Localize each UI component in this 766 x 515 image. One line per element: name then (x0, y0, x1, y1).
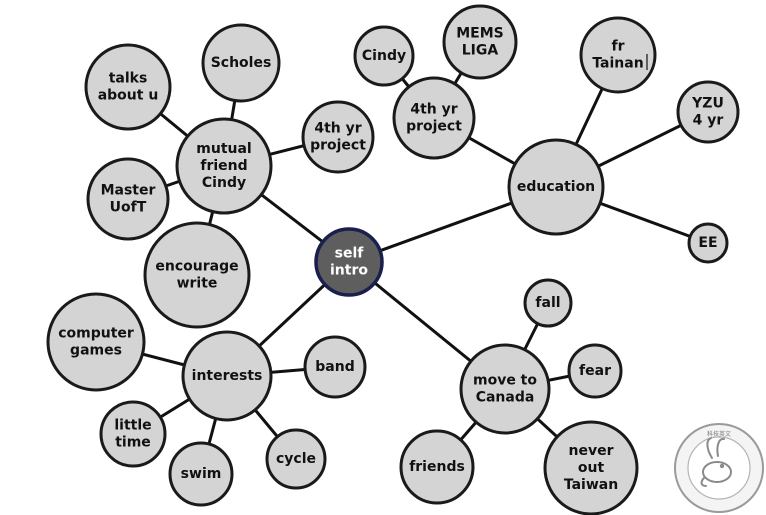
node-label-line: out (578, 460, 605, 476)
node-label-line: Scholes (211, 55, 272, 71)
node-label-line: computer (58, 326, 134, 342)
node-label-line: Cindy (362, 48, 406, 64)
node-label-line: mutual (196, 141, 251, 157)
rabbit-icon (700, 437, 732, 487)
node-label-line: talks (109, 71, 148, 87)
node-education: education (507, 138, 605, 236)
node-label-line: band (315, 359, 354, 375)
node-label-line: YZU (691, 96, 724, 112)
node-label-line: Taiwan (564, 477, 618, 493)
node-label-line: swim (181, 466, 222, 482)
node-label-line: games (70, 343, 122, 359)
node-band: band (303, 335, 367, 399)
node-label-line: cycle (276, 451, 316, 467)
seal-label: 科技英文 (707, 430, 731, 438)
node-label-line: fear (579, 363, 611, 379)
node-label-line: Master (101, 183, 156, 199)
node-label-line: intro (330, 263, 368, 279)
node-label-line: friend (200, 158, 247, 174)
node-label-line: project (310, 138, 366, 154)
node-label-line: little (114, 418, 151, 434)
node-label-line: project (406, 119, 462, 135)
node-label-line: never (569, 443, 614, 459)
node-label-line: education (517, 179, 595, 195)
node-label-line: 4th yr (410, 102, 457, 118)
node-label-line: Canada (476, 390, 535, 406)
seal-logo: 科技英文 (674, 423, 764, 513)
node-friends: friends (399, 429, 475, 505)
node-label-line: UofT (110, 200, 147, 216)
node-label-line: move to (473, 373, 537, 389)
node-label-line: friends (409, 459, 465, 475)
node-interests: interests (181, 330, 273, 422)
node-cindy: Cindy (353, 25, 415, 87)
node-fear: fear (567, 343, 623, 399)
node-label-line: LIGA (462, 43, 499, 59)
node-label-line: interests (192, 368, 263, 384)
node-swim: swim (168, 441, 234, 507)
node-label-line: fall (535, 295, 560, 311)
node-label-line: fr (612, 39, 625, 55)
node-label-line: EE (698, 235, 717, 251)
node-label-line: about u (98, 88, 159, 104)
node-label-line: write (177, 276, 218, 292)
node-ee: EE (687, 222, 729, 264)
node-scholes: Scholes (201, 23, 281, 103)
node-label-line: 4 yr (693, 113, 724, 129)
node-label-line: Tainan (592, 56, 643, 72)
node-label-line: 4th yr (314, 121, 361, 137)
node-label-line: MEMS (456, 26, 504, 42)
node-fall: fall (523, 278, 573, 328)
node-label-line: time (115, 435, 151, 451)
node-cycle: cycle (265, 428, 327, 490)
node-label-line: Cindy (202, 175, 246, 191)
node-label-line: encourage (155, 259, 238, 275)
node-label-line: self (335, 246, 365, 262)
